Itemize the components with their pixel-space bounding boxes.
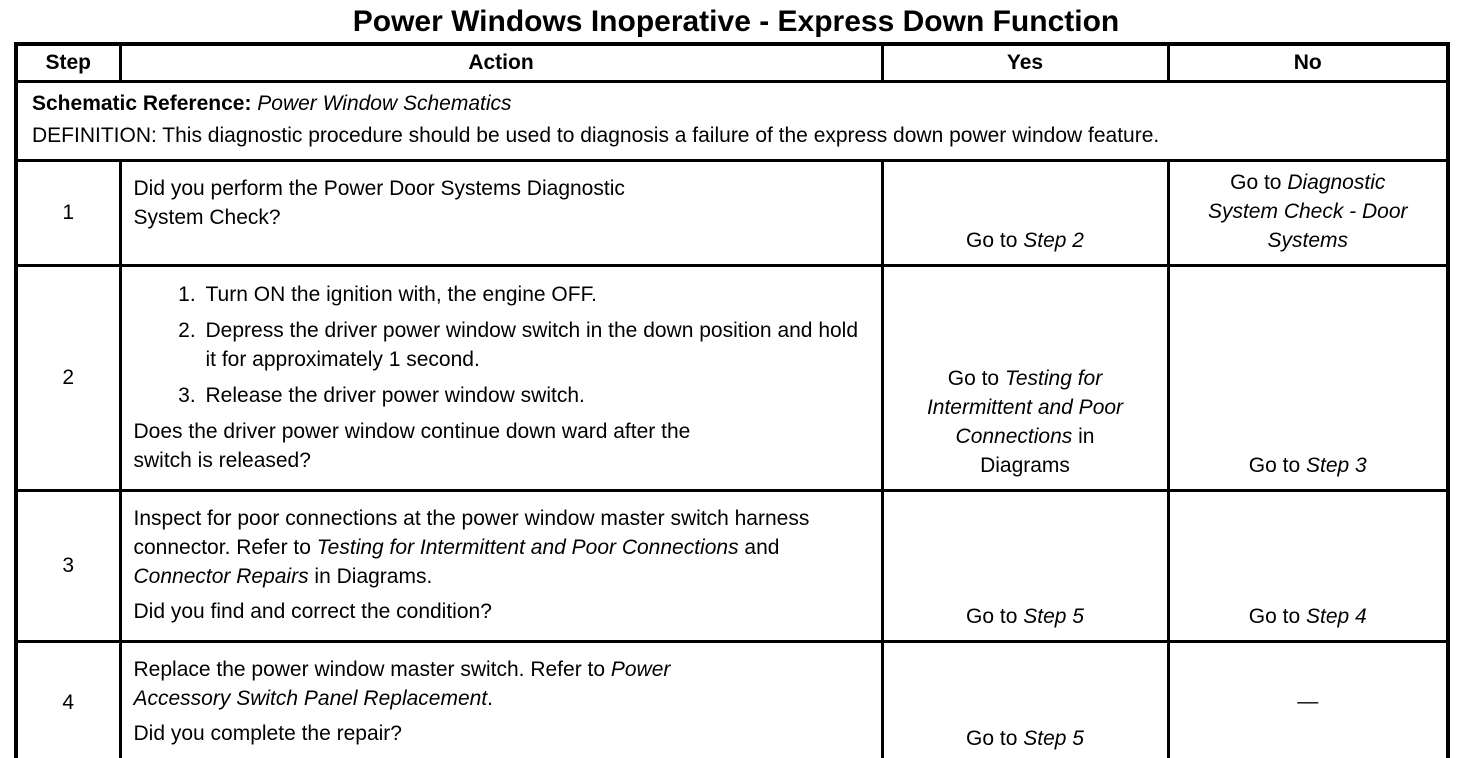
action-cell: Replace the power window master switch. …	[118, 640, 884, 758]
step-number: 4	[14, 640, 122, 758]
step-number: 3	[14, 489, 122, 643]
schematic-definition-row: Schematic Reference: Power Window Schema…	[14, 80, 1450, 162]
action-paragraph: Inspect for poor connections at the powe…	[133, 507, 810, 588]
schematic-reference-line: Schematic Reference: Power Window Schema…	[32, 89, 1432, 119]
yes-result-cell: Go to Step 5	[880, 640, 1170, 758]
column-header-step: Step	[14, 42, 122, 83]
column-header-yes: Yes	[880, 42, 1170, 83]
schematic-reference-value: Power Window Schematics	[257, 92, 512, 115]
column-header-action: Action	[118, 42, 884, 83]
no-result-cell: Go to Step 3	[1166, 264, 1450, 492]
action-paragraph: Did you perform the Power Door Systems D…	[133, 177, 625, 229]
action-paragraph: Does the driver power window continue do…	[133, 420, 691, 472]
action-paragraph: Did you complete the repair?	[133, 722, 402, 745]
definition-text: DEFINITION: This diagnostic procedure sh…	[32, 124, 1160, 147]
action-cell: Did you perform the Power Door Systems D…	[118, 159, 884, 267]
step-number: 2	[14, 264, 122, 492]
no-result-cell: —	[1166, 640, 1450, 758]
column-header-no: No	[1166, 42, 1450, 83]
step-row-2: 2 Turn ON the ignition with, the engine O…	[14, 264, 1450, 492]
no-result-cell: Go to Step 4	[1166, 489, 1450, 643]
diagnostic-table: Step Action Yes No Schematic Reference: …	[14, 42, 1450, 758]
yes-result-cell: Go to Step 5	[880, 489, 1170, 643]
schematic-definition-cell: Schematic Reference: Power Window Schema…	[14, 80, 1450, 162]
page-title: Power Windows Inoperative - Express Down…	[352, 5, 1120, 38]
action-step-item: Depress the driver power window switch i…	[202, 316, 869, 374]
action-cell: Turn ON the ignition with, the engine OF…	[118, 264, 884, 492]
action-paragraph: Replace the power window master switch. …	[133, 658, 671, 710]
action-step-item: Release the driver power window switch.	[202, 381, 869, 410]
action-step-list: Turn ON the ignition with, the engine OF…	[134, 280, 869, 410]
step-number: 1	[14, 159, 122, 267]
schematic-reference-label: Schematic Reference:	[32, 92, 252, 115]
table-header-row: Step Action Yes No	[14, 42, 1450, 83]
action-step-item: Turn ON the ignition with, the engine OF…	[202, 280, 869, 309]
action-paragraph: Did you find and correct the condition?	[133, 600, 492, 623]
action-cell: Inspect for poor connections at the powe…	[118, 489, 884, 643]
yes-result-cell: Go to Step 2	[880, 159, 1170, 267]
